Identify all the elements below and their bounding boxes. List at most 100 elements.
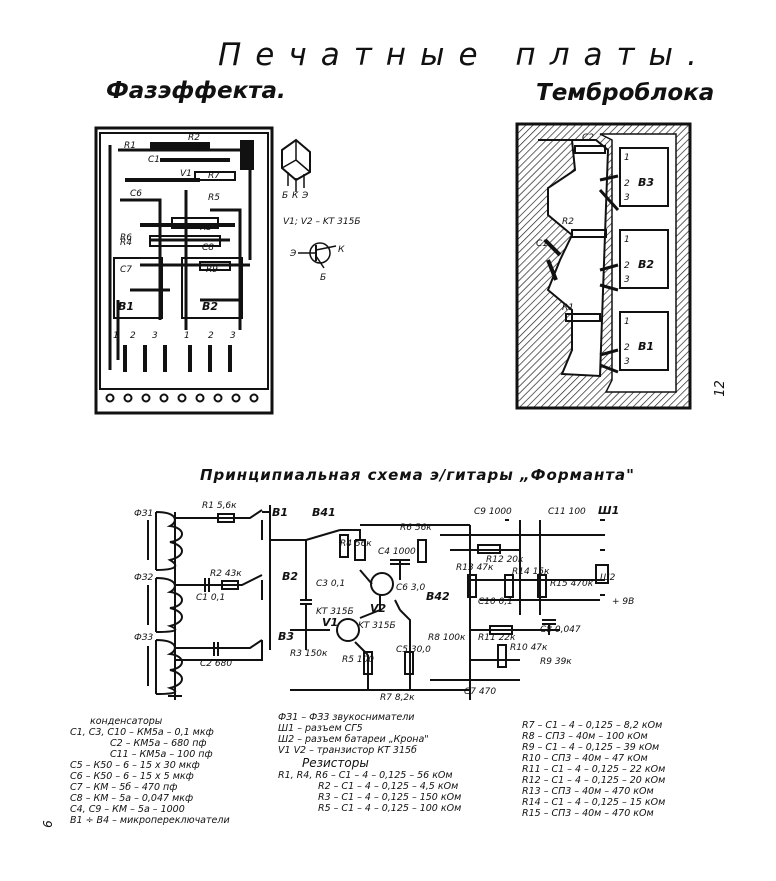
schem-c7: C7 470 xyxy=(464,687,496,697)
label-b2: B2 xyxy=(202,300,218,313)
schem-c3: C3 0,1 xyxy=(316,579,345,589)
left-board-title: Фазэффекта. xyxy=(106,78,286,104)
label-r1: R1 xyxy=(124,141,136,151)
legend-column-3: R7 – C1 – 4 – 0,125 – 8,2 кОм R8 – СП3 –… xyxy=(522,720,762,819)
label-b2: B2 xyxy=(638,258,654,271)
schem-sh2: Ш2 xyxy=(600,573,616,583)
legend-line: R15 – СП3 – 40м – 470 кОм xyxy=(522,808,654,819)
label-b2-pin1: 1 xyxy=(624,235,630,245)
transistor-symbol-icon xyxy=(298,242,337,269)
schem-fz3: ФЗ3 xyxy=(134,633,154,643)
legend-line: R13 – СП3 – 40м – 470 кОм xyxy=(522,786,654,797)
legend-line: R3 – C1 – 4 – 0,125 – 150 кОм xyxy=(318,792,462,803)
pin-e-label: Э xyxy=(301,191,309,201)
label-b3: B3 xyxy=(638,176,654,189)
schem-r14: R14 15к xyxy=(512,567,550,577)
symbol-e-label: Э xyxy=(289,249,297,259)
legend-line: C11 – КМ5а – 100 пф xyxy=(110,749,213,760)
legend-line: R11 – C1 – 4 – 0,125 – 22 кОм xyxy=(522,764,666,775)
label-b1-pin3: 3 xyxy=(624,357,630,367)
label-r2: R2 xyxy=(562,217,574,227)
label-b2-pin3: 3 xyxy=(624,275,630,285)
legend-column-1: конденсаторы C1, C3, C10 – КМ5а – 0,1 мк… xyxy=(70,716,280,826)
schem-kt2: KT 315Б xyxy=(358,621,396,631)
schem-fz1: ФЗ1 xyxy=(134,509,153,519)
symbol-b-label: Б xyxy=(320,273,326,283)
schem-9v: + 9В xyxy=(612,597,634,607)
label-pin-2b: 2 xyxy=(208,331,214,341)
schem-r1: R1 5,6к xyxy=(202,501,237,511)
schem-c9: C9 1000 xyxy=(474,507,512,517)
legend-line: R7 – C1 – 4 – 0,125 – 8,2 кОм xyxy=(522,720,663,731)
legend-line: Резисторы xyxy=(302,756,369,770)
legend-line: R10 – СП3 – 40м – 47 кОм xyxy=(522,753,648,764)
legend-line: V1 V2 – транзистор КТ 315б xyxy=(278,745,417,756)
label-c2: C2 xyxy=(582,133,594,143)
right-board-title: Темброблока xyxy=(536,80,715,106)
schem-fz2: ФЗ2 xyxy=(134,573,154,583)
legend-column-2: ФЗ1 – ФЗ3 звукосниматели Ш1 – разъем СГ5… xyxy=(278,712,508,814)
phase-effect-pcb: R1 C1 R2 V2 V1 R7 R5 C6 R3 R4 C8 R9 C7 R… xyxy=(94,126,274,415)
legend-line: R12 – C1 – 4 – 0,125 – 20 кОм xyxy=(522,775,666,786)
label-pin-3b: 3 xyxy=(230,331,236,341)
legend-line: B1 ÷ B4 – микропереключатели xyxy=(70,815,230,826)
label-c1: C1 xyxy=(536,239,548,249)
schem-b2: B2 xyxy=(282,570,298,583)
legend-line: C2 – КМ5а – 680 пф xyxy=(110,738,207,749)
label-v2: V2 xyxy=(196,143,208,153)
schem-r6: R6 56к xyxy=(400,523,432,533)
schem-r7: R7 8,2к xyxy=(380,693,415,703)
transistor-caption: V1; V2 – KT 315Б xyxy=(283,217,361,227)
schem-c8: C8 0,047 xyxy=(540,625,581,635)
schem-c1: C1 0,1 xyxy=(196,593,225,603)
schem-r13: R13 47к xyxy=(456,563,494,573)
schem-c5: C5 30,0 xyxy=(396,645,431,655)
label-r9: R9 xyxy=(206,265,218,275)
label-b1: B1 xyxy=(638,340,654,353)
label-pin-1b: 1 xyxy=(184,331,190,341)
legend-line: R5 – C1 – 4 – 0,125 – 100 кОм xyxy=(318,803,462,814)
schem-c2: C2 680 xyxy=(200,659,232,669)
schem-r9: R9 39к xyxy=(540,657,572,667)
legend-line: R2 – C1 – 4 – 0,125 – 4,5 кОм xyxy=(318,781,459,792)
schem-r3: R3 150к xyxy=(290,649,328,659)
label-pin-1a: 1 xyxy=(113,331,119,341)
label-c6: C6 xyxy=(130,189,142,199)
label-b3-pin1: 1 xyxy=(624,153,630,163)
schem-c4: C4 1000 xyxy=(378,547,416,557)
legend-line: конденсаторы xyxy=(90,716,163,727)
label-b1-pin2: 2 xyxy=(624,343,630,353)
schem-r12: R12 20к xyxy=(486,555,524,565)
label-b3-pin3: 3 xyxy=(624,193,630,203)
schem-sh1: Ш1 xyxy=(598,504,619,517)
schem-r11: R11 22к xyxy=(478,633,516,643)
schem-r4: R4 56к xyxy=(340,539,372,549)
schem-c6: C6 3,0 xyxy=(396,583,425,593)
schem-c10: C10 0,1 xyxy=(478,597,513,607)
label-r6: R6 xyxy=(120,233,132,243)
label-pin-3a: 3 xyxy=(152,331,158,341)
label-c8: C8 xyxy=(202,243,214,253)
label-v1: V1 xyxy=(180,169,192,179)
schematic-title: Принципиальная схема э/гитары „Форманта" xyxy=(200,466,635,484)
legend-line: R8 – СП3 – 40м – 100 кОм xyxy=(522,731,648,742)
legend-line: C1, C3, C10 – КМ5а – 0,1 мкф xyxy=(70,727,214,738)
schem-r5: R5 100 xyxy=(342,655,374,665)
label-r3: R3 xyxy=(200,223,212,233)
pin-b-label: Б xyxy=(282,191,288,201)
schem-b41: B41 xyxy=(312,506,336,519)
page-heading: Печатные платы. xyxy=(218,37,711,73)
tone-block-pcb: C2 C1 R2 R1 B3 B2 B1 1 2 3 1 2 3 1 2 3 xyxy=(515,122,692,410)
label-b1: B1 xyxy=(118,300,134,313)
label-r5: R5 xyxy=(208,193,220,203)
schem-r10: R10 47к xyxy=(510,643,548,653)
legend-line: C6 – К50 – 6 – 15 х 5 мкф xyxy=(70,771,194,782)
transistor-package-icon xyxy=(281,138,311,192)
circuit-schematic xyxy=(147,505,609,700)
label-r1: R1 xyxy=(562,303,574,313)
schem-v1: V1 xyxy=(322,616,338,629)
label-r7: R7 xyxy=(208,171,220,181)
legend-line: C5 – К50 – 6 – 15 х 30 мкф xyxy=(70,760,200,771)
legend-line: Ш2 – разъем батареи „Крона" xyxy=(278,734,429,745)
label-pin-2a: 2 xyxy=(130,331,136,341)
